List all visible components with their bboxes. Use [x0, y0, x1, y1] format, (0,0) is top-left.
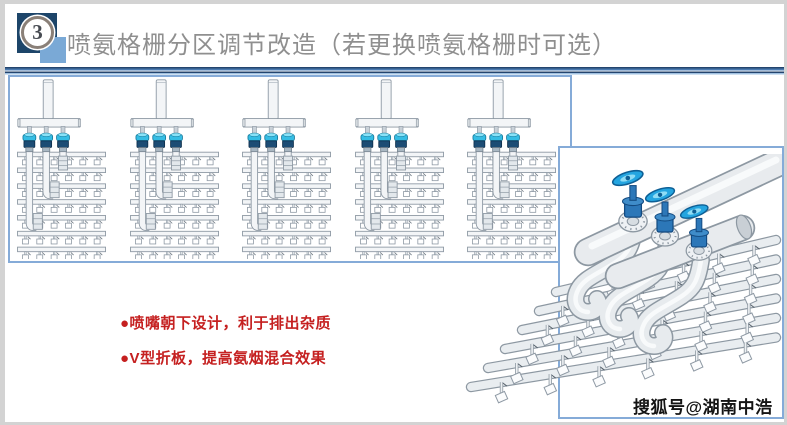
render-3d-figure [465, 154, 782, 405]
badge-number: 3 [32, 20, 43, 44]
zone-valves [135, 126, 183, 153]
watermark: 搜狐号@湖南中浩 [633, 398, 773, 417]
zone-valves [472, 126, 520, 153]
riser-pipes [363, 151, 406, 232]
bullet-item: ●喷嘴朝下设计，利于排出杂质 [120, 315, 332, 332]
riser-pipes [250, 151, 294, 232]
injection-grid-unit [129, 79, 225, 259]
bullet-list: ●喷嘴朝下设计，利于排出杂质 ●V型折板，提高氨烟混合效果 [120, 312, 331, 382]
page-title: 喷氨格栅分区调节改造（若更换喷氨格栅时可选） [67, 32, 617, 59]
manifold-header [17, 79, 81, 128]
injection-grid-unit [466, 79, 562, 259]
manifold-header [242, 79, 306, 128]
manifold-header [354, 79, 419, 128]
injection-grid-unit [16, 79, 112, 259]
riser-pipes [475, 151, 519, 232]
zone-valves [247, 126, 295, 153]
manifold-header [129, 79, 194, 128]
zone-valves [22, 126, 70, 153]
riser-pipes [138, 151, 181, 232]
header-divider [5, 66, 784, 75]
header-pipes-3d [573, 154, 782, 290]
riser-pipes [25, 151, 69, 232]
manifold-header [467, 79, 531, 128]
slide: 3 喷氨格栅分区调节改造（若更换喷氨格栅时可选） [5, 4, 784, 422]
circled-number-icon: 3 [21, 16, 54, 49]
section-number-badge: 3 [17, 13, 87, 71]
bullet-item: ●V型折板，提高氨烟混合效果 [120, 350, 327, 367]
zone-valves [360, 126, 408, 153]
injection-grid-panel [8, 75, 572, 263]
injection-grid-unit [241, 79, 337, 259]
injection-grid-unit [354, 79, 450, 259]
